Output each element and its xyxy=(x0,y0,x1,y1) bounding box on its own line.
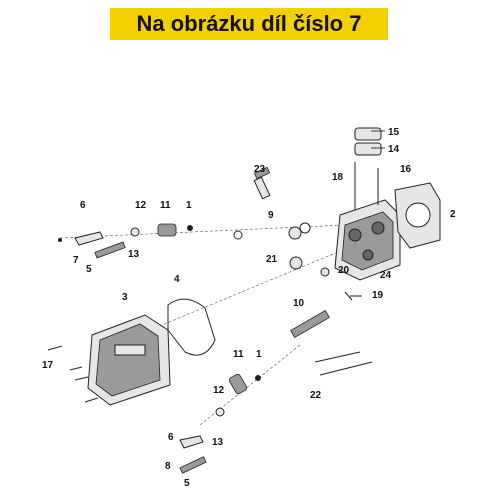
callout-1b: 1 xyxy=(256,349,262,360)
callout-8: 8 xyxy=(165,461,171,472)
callout-5b: 5 xyxy=(184,478,190,489)
callout-4: 4 xyxy=(174,274,180,285)
callout-20: 20 xyxy=(338,265,350,276)
head-studs xyxy=(354,162,379,210)
cover-axis-line xyxy=(149,244,356,331)
callout-16: 16 xyxy=(400,164,412,175)
callout-23: 23 xyxy=(254,164,266,175)
callout-12b: 12 xyxy=(213,385,225,396)
callout-6b: 6 xyxy=(168,432,174,443)
callout-3: 3 xyxy=(122,292,128,303)
manifold-gasket xyxy=(354,127,382,156)
callout-11b: 11 xyxy=(233,349,244,360)
valve-o-ring xyxy=(233,222,311,240)
callout-10: 10 xyxy=(293,298,305,309)
callout-5a: 5 xyxy=(86,264,92,275)
callout-19: 19 xyxy=(372,290,384,301)
callout-13a: 13 xyxy=(128,249,140,260)
callout-17: 17 xyxy=(42,360,54,371)
camshaft xyxy=(290,309,330,339)
head-gasket xyxy=(394,182,441,249)
callout-14: 14 xyxy=(388,144,400,155)
lower-rocker-assembly xyxy=(179,373,261,474)
valve-cover xyxy=(87,314,171,406)
callout-24: 24 xyxy=(380,270,392,281)
callout-12a: 12 xyxy=(135,200,147,211)
callout-21: 21 xyxy=(266,254,278,265)
spark-plug xyxy=(253,166,271,200)
callout-7: 7 xyxy=(73,255,79,266)
callout-9: 9 xyxy=(268,210,274,221)
callout-labels: 15 14 16 18 23 2 9 6 12 11 1 7 5 13 21 2… xyxy=(42,127,456,489)
callout-22: 22 xyxy=(310,390,322,401)
long-studs xyxy=(314,351,373,376)
page-title: Na obrázku díl číslo 7 xyxy=(136,11,362,36)
callout-13b: 13 xyxy=(212,437,224,448)
callout-11a: 11 xyxy=(160,200,171,211)
title-banner: Na obrázku díl číslo 7 xyxy=(110,8,388,40)
callout-1a: 1 xyxy=(186,200,192,211)
cover-bolts xyxy=(47,345,99,403)
cover-gasket xyxy=(167,298,216,356)
callout-6a: 6 xyxy=(80,200,86,211)
callout-2: 2 xyxy=(450,209,456,220)
callout-18: 18 xyxy=(332,172,344,183)
callout-15: 15 xyxy=(388,127,400,138)
small-parts xyxy=(289,256,362,301)
cylinder-head xyxy=(334,199,401,281)
upper-rocker-assembly xyxy=(58,223,193,259)
